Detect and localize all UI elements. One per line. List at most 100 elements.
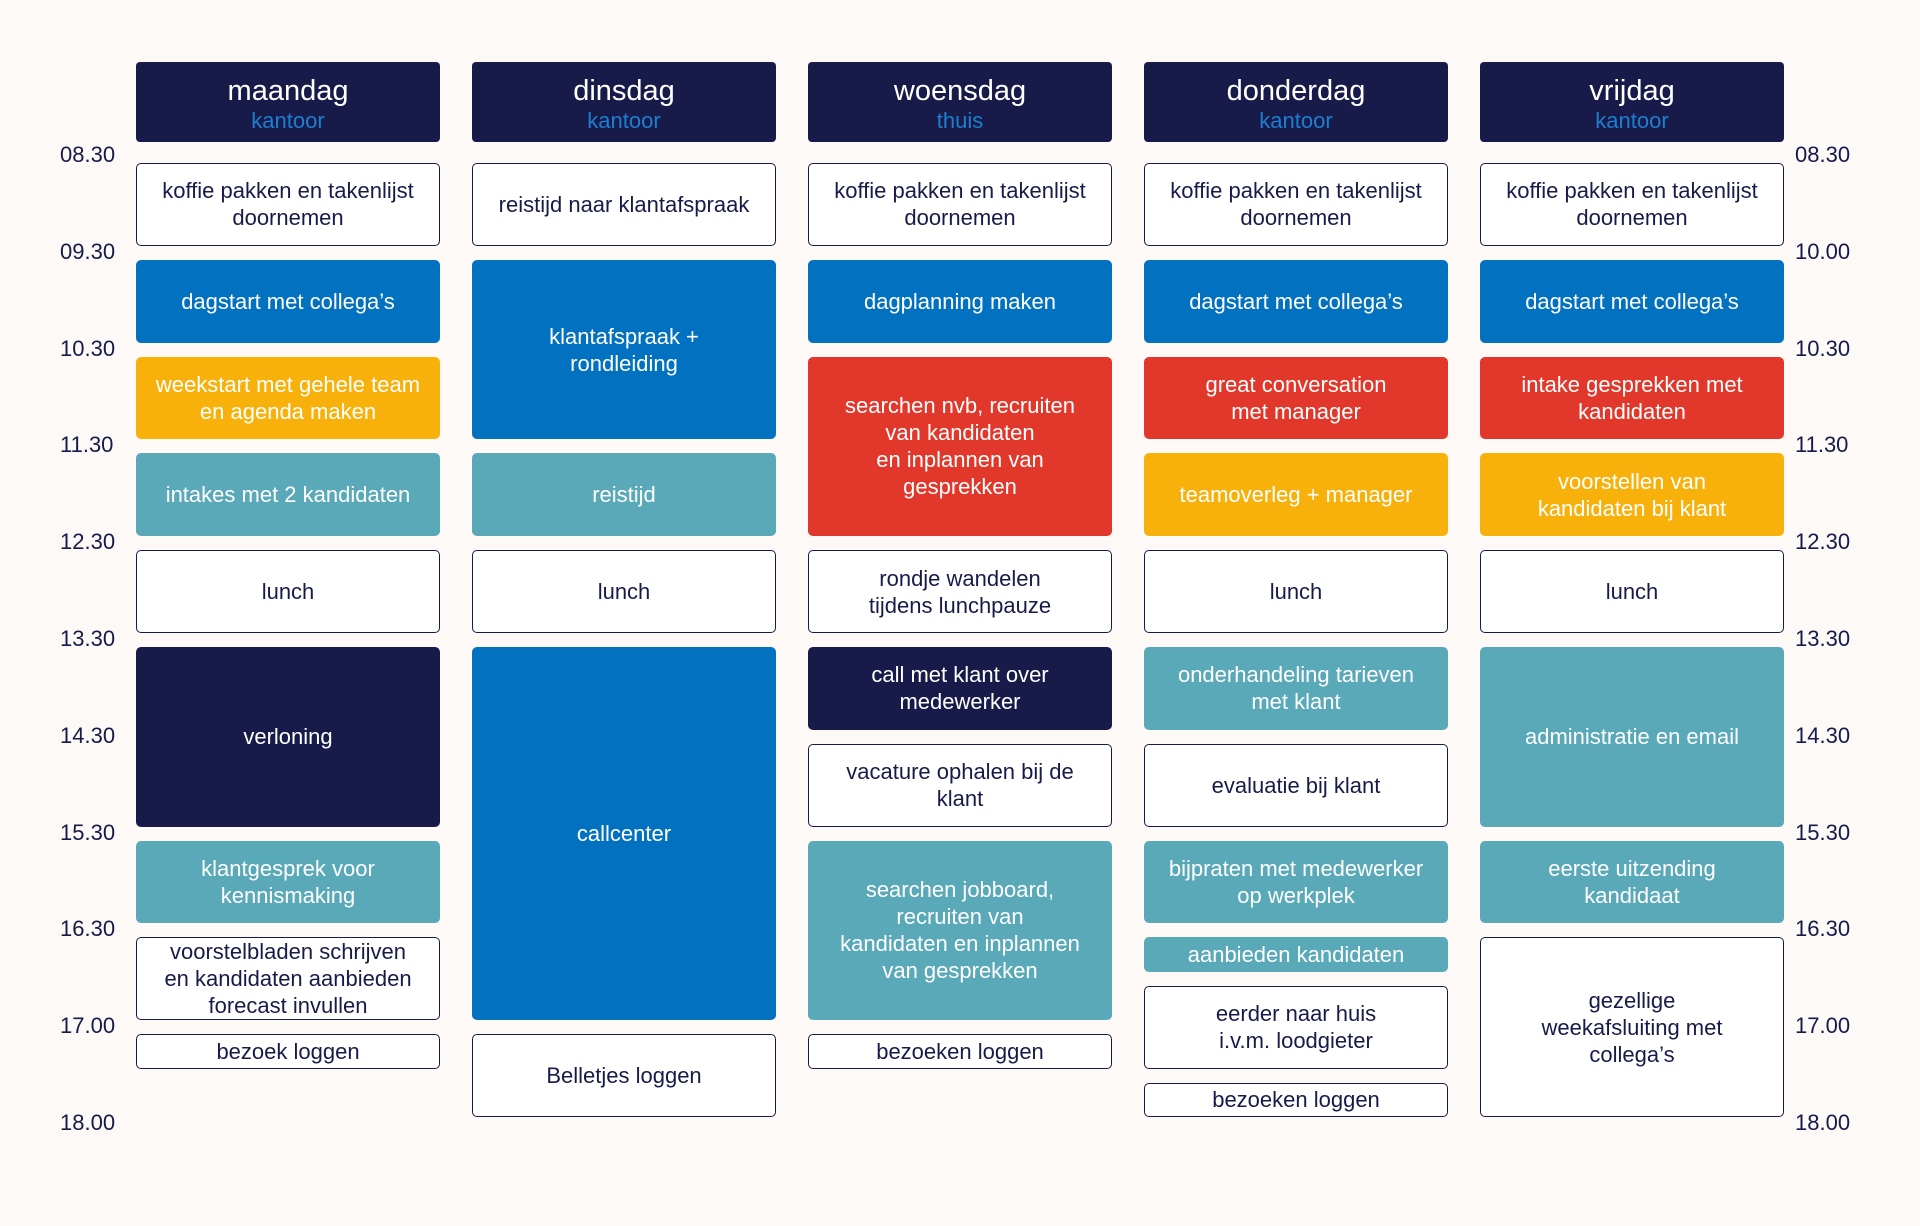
event-label: intake gesprekken met kandidaten [1521, 371, 1743, 424]
event-label: call met klant over medewerker [871, 662, 1049, 715]
event-block: vacature ophalen bij de klant [808, 743, 1112, 827]
event-label: koffie pakken en takenlijst doornemen [1170, 178, 1422, 231]
event-block: Belletjes loggen [472, 1034, 776, 1117]
time-label-right: 08.30 [1795, 142, 1851, 167]
event-label: gezellige weekafsluiting met collega’s [1541, 987, 1723, 1067]
day-location: kantoor [587, 108, 661, 133]
event-label: reistijd [592, 482, 656, 508]
time-label-right: 16.30 [1795, 916, 1851, 942]
event-label: weekstart met gehele team en agenda make… [155, 371, 421, 424]
event-block: administratie en email [1480, 647, 1784, 827]
event-label: vacature ophalen bij de klant [846, 759, 1074, 812]
event-label: teamoverleg + manager [1179, 482, 1413, 508]
event-block: searchen nvb, recruiten van kandidaten e… [808, 356, 1112, 537]
event-label: voorstellen van kandidaten bij klant [1537, 468, 1727, 521]
event-label: bezoek loggen [216, 1038, 360, 1064]
event-block: reistijd [472, 453, 776, 537]
event-block: lunch [1144, 550, 1448, 633]
event-label: great conversation met manager [1205, 371, 1387, 424]
time-label-left: 11.30 [60, 432, 114, 458]
event-label: callcenter [576, 821, 672, 847]
event-block: klantgesprek voor kennismaking [136, 840, 440, 924]
time-label-right: 17.00 [1795, 1013, 1851, 1039]
event-block: callcenter [472, 647, 776, 1021]
event-block: verloning [136, 647, 440, 827]
event-label: administratie en email [1525, 724, 1739, 750]
event-block: koffie pakken en takenlijst doornemen [136, 163, 440, 246]
event-block: gezellige weekafsluiting met collega’s [1480, 937, 1784, 1117]
event-block: lunch [472, 550, 776, 633]
event-label: voorstelbladen schrijven en kandidaten a… [164, 939, 412, 1019]
time-label-left: 09.30 [60, 238, 116, 264]
event-block: bijpraten met medewerker op werkplek [1144, 840, 1448, 924]
event-block: klantafspraak + rondleiding [472, 259, 776, 440]
event-block: intake gesprekken met kandidaten [1480, 356, 1784, 440]
time-label-left: 18.00 [60, 1110, 116, 1135]
event-block: reistijd naar klantafspraak [472, 163, 776, 246]
time-label-left: 15.30 [60, 819, 116, 845]
event-block: bezoek loggen [136, 1034, 440, 1069]
time-label-left: 13.30 [60, 626, 116, 651]
event-block: onderhandeling tarieven met klant [1144, 647, 1448, 730]
event-block: weekstart met gehele team en agenda make… [136, 356, 440, 440]
time-label-left: 16.30 [60, 916, 116, 942]
time-label-right: 15.30 [1795, 819, 1851, 845]
event-block: koffie pakken en takenlijst doornemen [808, 163, 1112, 246]
event-label: dagstart met collega’s [1189, 288, 1403, 314]
event-label: reistijd naar klantafspraak [498, 191, 750, 217]
time-label-right: 13.30 [1795, 626, 1851, 651]
event-label: koffie pakken en takenlijst doornemen [834, 178, 1086, 231]
day-location: thuis [936, 108, 984, 133]
event-block: teamoverleg + manager [1144, 453, 1448, 537]
event-label: bijpraten met medewerker op werkplek [1168, 855, 1424, 908]
event-block: voorstelbladen schrijven en kandidaten a… [136, 937, 440, 1021]
day-name: dinsdag [573, 75, 675, 107]
event-block: great conversation met manager [1144, 356, 1448, 440]
time-label-right: 10.30 [1795, 335, 1851, 361]
time-label-right: 10.00 [1795, 238, 1851, 264]
time-label-left: 17.00 [60, 1013, 116, 1039]
time-label-left: 14.30 [60, 722, 116, 748]
day-name: woensdag [893, 75, 1027, 107]
event-label: searchen jobboard, recruiten van kandida… [840, 877, 1080, 984]
day-name: vrijdag [1589, 75, 1675, 107]
day-name: maandag [227, 75, 349, 107]
event-label: lunch [1605, 579, 1659, 605]
event-label: koffie pakken en takenlijst doornemen [162, 178, 414, 231]
event-label: intakes met 2 kandidaten [165, 482, 411, 508]
event-block: dagstart met collega’s [1144, 259, 1448, 343]
time-label-left: 08.30 [60, 142, 116, 167]
day-location: kantoor [1595, 108, 1669, 133]
event-block: bezoeken loggen [1144, 1082, 1448, 1117]
event-label: searchen nvb, recruiten van kandidaten e… [845, 393, 1075, 500]
event-label: aanbieden kandidaten [1187, 942, 1405, 968]
event-block: voorstellen van kandidaten bij klant [1480, 453, 1784, 537]
time-label-right: 18.00 [1795, 1110, 1851, 1135]
event-label: klantgesprek voor kennismaking [201, 855, 375, 908]
event-label: evaluatie bij klant [1211, 772, 1381, 798]
event-block: koffie pakken en takenlijst doornemen [1480, 163, 1784, 246]
event-label: bezoeken loggen [1212, 1087, 1380, 1113]
event-label: eerste uitzending kandidaat [1548, 855, 1716, 908]
event-label: lunch [597, 579, 651, 605]
event-label: lunch [1269, 579, 1323, 605]
event-block: lunch [1480, 550, 1784, 633]
event-label: dagstart met collega’s [181, 288, 395, 314]
event-block: eerste uitzending kandidaat [1480, 840, 1784, 924]
event-label: onderhandeling tarieven met klant [1177, 662, 1415, 715]
event-label: dagstart met collega’s [1525, 288, 1739, 314]
event-block: intakes met 2 kandidaten [136, 453, 440, 537]
event-block: koffie pakken en takenlijst doornemen [1144, 163, 1448, 246]
event-label: eerder naar huis i.v.m. loodgieter [1215, 1001, 1377, 1054]
time-label-right: 11.30 [1795, 432, 1849, 458]
day-location: kantoor [1259, 108, 1333, 133]
event-label: lunch [261, 579, 315, 605]
event-block: bezoeken loggen [808, 1034, 1112, 1069]
event-label: verloning [243, 724, 333, 750]
